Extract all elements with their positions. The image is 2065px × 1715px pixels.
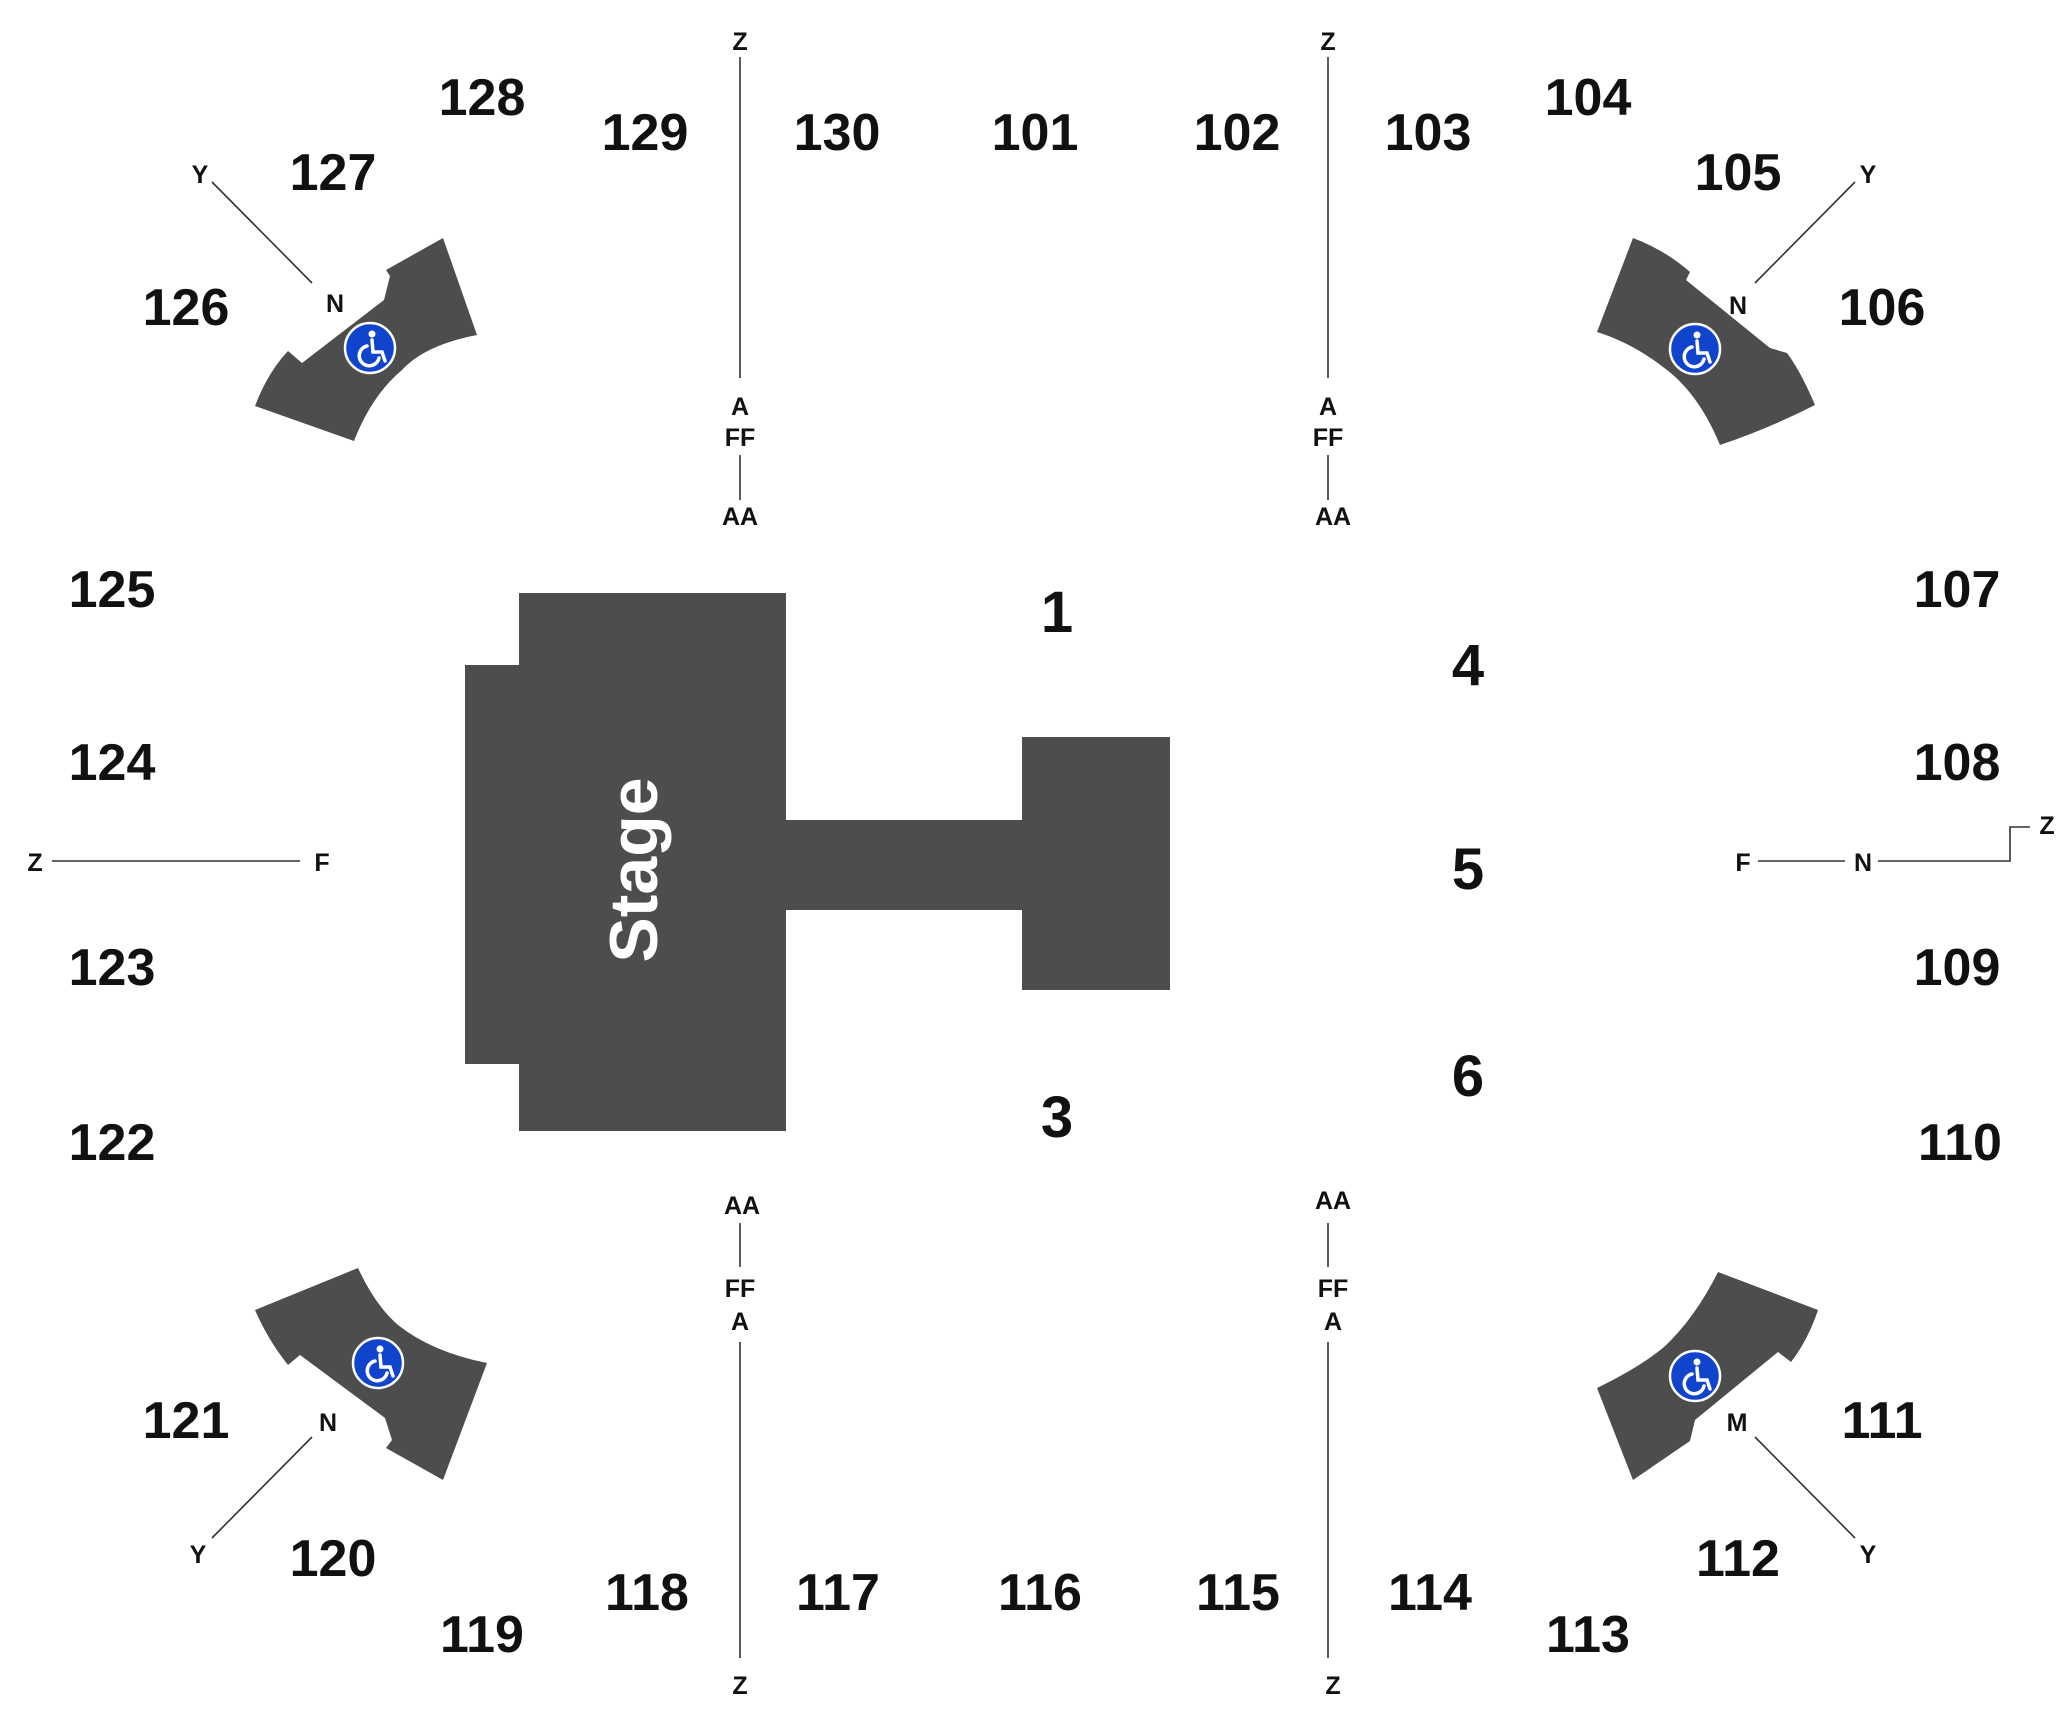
row-label-f: F — [314, 849, 329, 877]
row-label-y: Y — [1860, 1541, 1877, 1569]
section-120[interactable]: 120 — [290, 1530, 377, 1588]
section-124[interactable]: 124 — [69, 734, 156, 792]
row-label-y: Y — [190, 1541, 207, 1569]
row-label-a: A — [1324, 1308, 1342, 1336]
section-101[interactable]: 101 — [992, 104, 1079, 162]
row-label-aa: AA — [1315, 503, 1351, 531]
section-109[interactable]: 109 — [1914, 939, 2001, 997]
accessible-block-sw[interactable] — [255, 1268, 487, 1480]
section-118[interactable]: 118 — [605, 1564, 689, 1622]
section-115[interactable]: 115 — [1196, 1564, 1280, 1622]
section-1[interactable]: 1 — [1041, 580, 1073, 645]
row-label-ff: FF — [725, 424, 756, 452]
section-130[interactable]: 130 — [794, 104, 881, 162]
row-label-aa: AA — [724, 1192, 760, 1220]
row-label-z: Z — [2039, 812, 2054, 840]
section-122[interactable]: 122 — [69, 1114, 156, 1172]
row-label-n: N — [1854, 849, 1872, 877]
wheelchair-icon — [351, 1336, 405, 1390]
section-117[interactable]: 117 — [796, 1564, 880, 1622]
section-114[interactable]: 114 — [1388, 1564, 1472, 1622]
row-label-ff: FF — [1313, 424, 1344, 452]
lower-sections: 101 102 103 104 105 106 107 108 109 110 … — [69, 69, 2002, 1664]
wheelchair-icon — [1668, 322, 1722, 376]
section-4[interactable]: 4 — [1452, 633, 1484, 698]
accessible-block-ne[interactable] — [1597, 238, 1815, 445]
section-103[interactable]: 103 — [1385, 104, 1472, 162]
row-label-ff: FF — [1318, 1275, 1349, 1303]
section-128[interactable]: 128 — [439, 69, 526, 127]
section-121[interactable]: 121 — [143, 1392, 230, 1450]
section-3[interactable]: 3 — [1041, 1085, 1073, 1150]
section-125[interactable]: 125 — [69, 561, 156, 619]
row-label-z: Z — [732, 28, 747, 56]
section-123[interactable]: 123 — [69, 939, 156, 997]
row-label-y: Y — [1860, 161, 1877, 189]
row-label-z: Z — [27, 849, 42, 877]
row-label-aa: AA — [722, 503, 758, 531]
accessible-block-se[interactable] — [1597, 1272, 1818, 1480]
wheelchair-icon — [343, 321, 397, 375]
section-126[interactable]: 126 — [143, 279, 230, 337]
row-label-z: Z — [1320, 28, 1335, 56]
stage-label: Stage — [596, 777, 672, 962]
section-112[interactable]: 112 — [1696, 1530, 1780, 1588]
row-label-n: N — [319, 1409, 337, 1437]
row-label-a: A — [1319, 393, 1337, 421]
row-indicator-lines — [52, 57, 2030, 1658]
section-119[interactable]: 119 — [440, 1606, 524, 1664]
row-label-n: N — [1729, 292, 1747, 320]
row-label-n: N — [326, 290, 344, 318]
stage-platform — [465, 593, 1170, 1131]
wheelchair-icon — [1668, 1349, 1722, 1403]
row-label-m: M — [1727, 1409, 1748, 1437]
section-129[interactable]: 129 — [602, 104, 689, 162]
section-105[interactable]: 105 — [1695, 144, 1782, 202]
section-127[interactable]: 127 — [290, 144, 377, 202]
section-111[interactable]: 111 — [1841, 1392, 1922, 1450]
section-110[interactable]: 110 — [1918, 1114, 2002, 1172]
row-label-y: Y — [192, 161, 209, 189]
section-116[interactable]: 116 — [998, 1564, 1082, 1622]
floor-sections: 1 3 4 5 6 — [1041, 580, 1484, 1150]
row-label-ff: FF — [725, 1275, 756, 1303]
accessible-block-nw[interactable] — [255, 238, 477, 441]
section-106[interactable]: 106 — [1839, 279, 1926, 337]
row-label-aa: AA — [1315, 1187, 1351, 1215]
row-label-a: A — [731, 1308, 749, 1336]
section-5[interactable]: 5 — [1452, 837, 1484, 902]
section-113[interactable]: 113 — [1546, 1606, 1630, 1664]
section-6[interactable]: 6 — [1452, 1044, 1484, 1109]
section-107[interactable]: 107 — [1914, 561, 2001, 619]
section-102[interactable]: 102 — [1194, 104, 1281, 162]
row-label-z: Z — [1325, 1672, 1340, 1700]
row-label-a: A — [731, 393, 749, 421]
row-label-z: Z — [732, 1672, 747, 1700]
row-label-f: F — [1735, 849, 1750, 877]
section-108[interactable]: 108 — [1914, 734, 2001, 792]
row-labels: Z A FF AA Z A FF AA AA FF A Z AA FF A Z … — [27, 28, 2054, 1700]
section-104[interactable]: 104 — [1545, 69, 1632, 127]
stage: Stage — [465, 593, 1170, 1131]
